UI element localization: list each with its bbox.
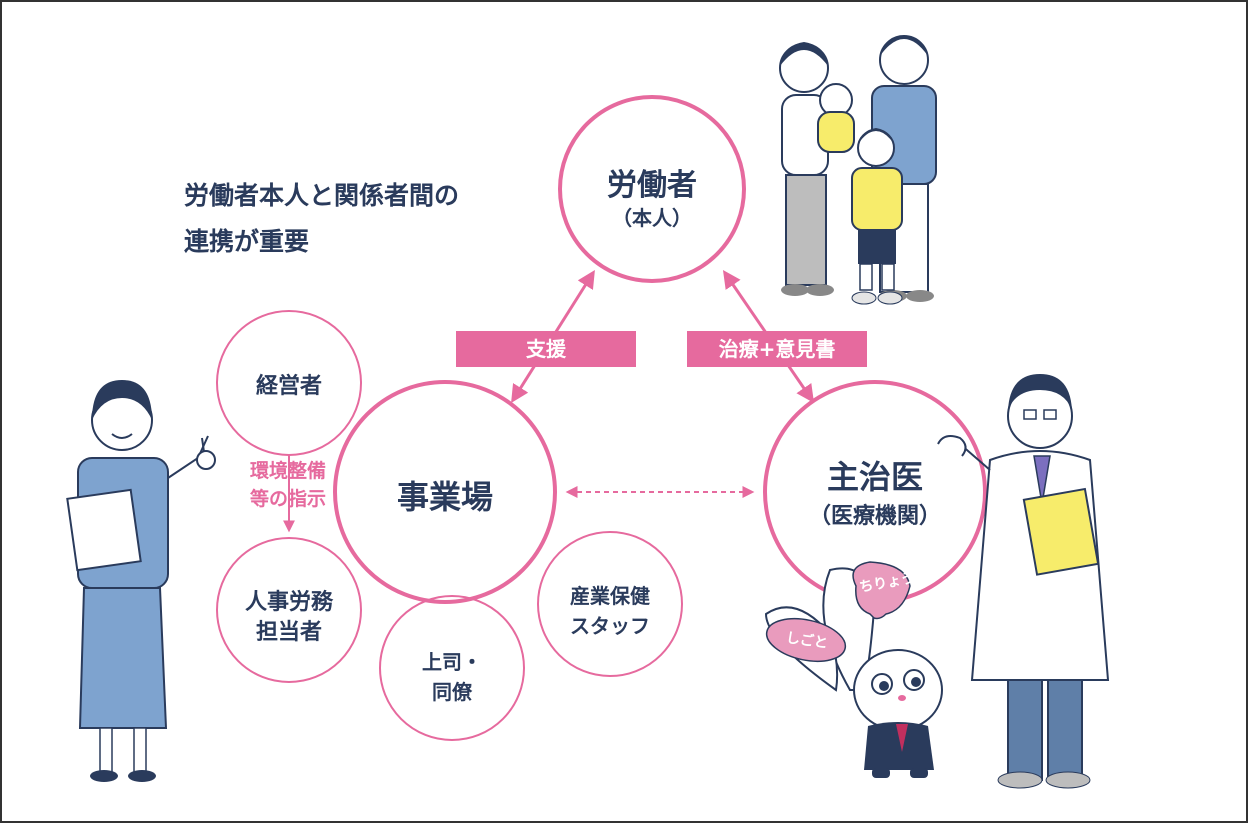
worker-subtitle: （本人） bbox=[612, 206, 692, 230]
doctor-title: 主治医 bbox=[826, 458, 923, 496]
boss-line1: 上司・ bbox=[422, 650, 482, 674]
heading-line2: 連携が重要 bbox=[184, 227, 310, 256]
worker-circle bbox=[558, 95, 746, 283]
worker-title: 労働者 bbox=[607, 168, 697, 203]
boss-line2: 同僚 bbox=[432, 680, 472, 704]
hr-line2: 担当者 bbox=[255, 620, 322, 645]
health-line2: スタッフ bbox=[570, 614, 650, 638]
family-illustration bbox=[779, 35, 937, 305]
health-circle bbox=[537, 531, 683, 677]
doctor-illustration bbox=[937, 374, 1110, 789]
businesswoman-illustration bbox=[66, 380, 216, 782]
instruction-line2: 等の指示 bbox=[249, 488, 326, 510]
instruction-line1: 環境整備 bbox=[249, 460, 326, 482]
manager-label: 経営者 bbox=[255, 374, 322, 399]
doctor-subtitle: （医療機関） bbox=[808, 504, 941, 529]
hr-circle bbox=[216, 537, 362, 683]
support-label: 支援 bbox=[456, 331, 636, 367]
hr-line1: 人事労務 bbox=[244, 590, 333, 615]
treatment-label: 治療+意見書 bbox=[687, 331, 867, 367]
workplace-circle bbox=[333, 380, 557, 604]
rabbit-mascot bbox=[764, 561, 943, 778]
boss-circle bbox=[379, 595, 525, 741]
heading-line1: 労働者本人と関係者間の bbox=[184, 181, 460, 210]
workplace-title: 事業場 bbox=[396, 478, 493, 516]
health-line1: 産業保健 bbox=[570, 584, 650, 608]
